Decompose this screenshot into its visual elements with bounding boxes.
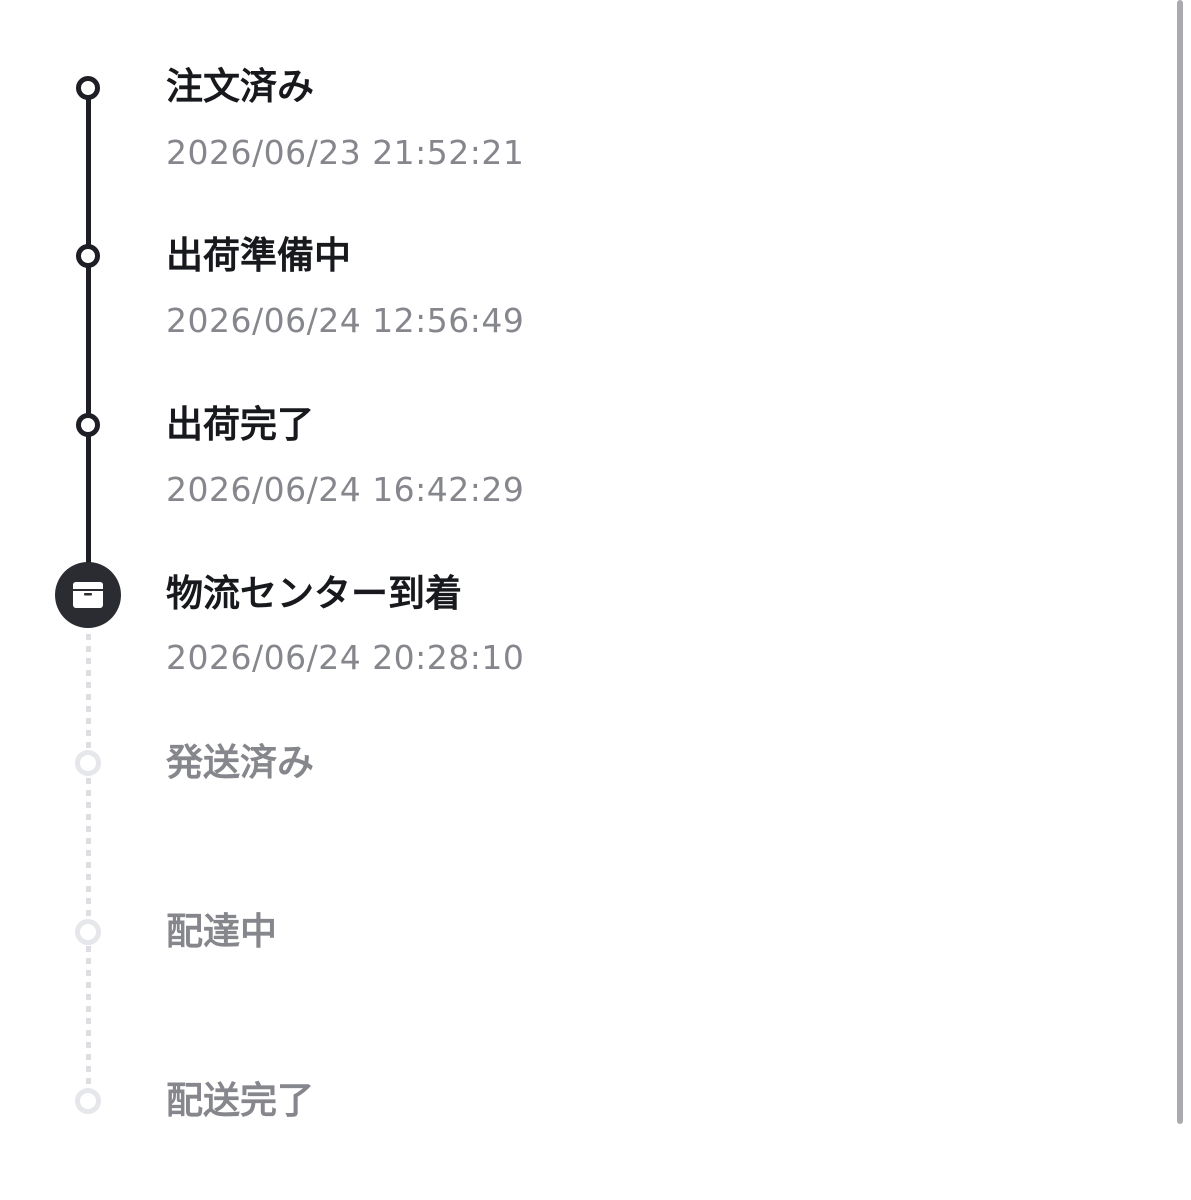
step-timestamp: 2026/06/24 16:42:29 [166, 470, 525, 509]
step-pending-dot-icon [75, 750, 101, 776]
step-timestamp: 2026/06/24 20:28:10 [166, 638, 525, 677]
timeline-pending-line [86, 622, 91, 1100]
vertical-scrollbar[interactable] [1177, 0, 1183, 1124]
step-pending-dot-icon [75, 919, 101, 945]
step-title: 発送済み [166, 741, 314, 784]
step-timestamp: 2026/06/24 12:56:49 [166, 301, 525, 340]
step-title: 出荷準備中 [166, 234, 351, 277]
step-title: 配達中 [166, 910, 277, 953]
step-title: 配送完了 [166, 1079, 314, 1122]
step-current-dot [55, 562, 121, 628]
step-title: 注文済み [166, 65, 314, 108]
step-done-dot-icon [76, 244, 100, 268]
step-title: 出荷完了 [166, 403, 314, 446]
step-title: 物流センター到着 [166, 572, 462, 615]
step-pending-dot-icon [75, 1088, 101, 1114]
timeline-progress-line [86, 88, 91, 572]
step-done-dot-icon [76, 413, 100, 437]
step-timestamp: 2026/06/23 21:52:21 [166, 133, 525, 172]
package-icon [73, 582, 103, 608]
step-done-dot-icon [76, 76, 100, 100]
